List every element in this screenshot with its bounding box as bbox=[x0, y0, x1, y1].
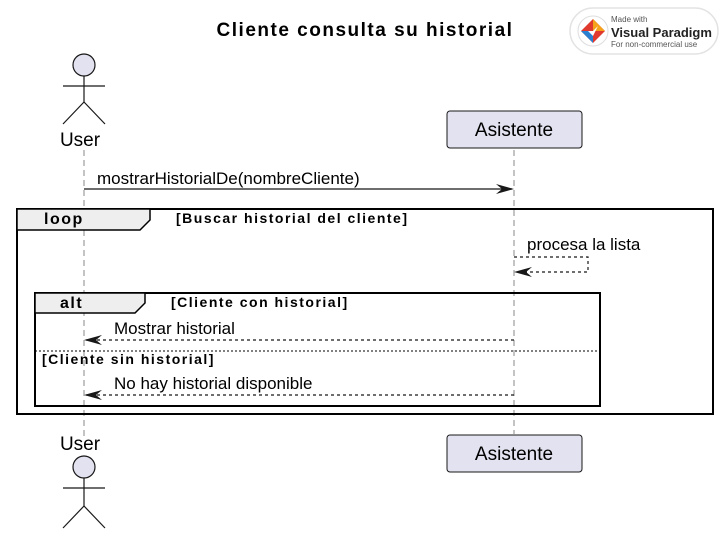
actor-head-icon bbox=[72, 53, 96, 77]
alt-guard-1: [Cliente con historial] bbox=[171, 294, 349, 310]
assistant-label-bottom: Asistente bbox=[475, 444, 553, 465]
diagram-title: Cliente consulta su historial bbox=[217, 20, 514, 41]
loop-tab bbox=[16, 208, 151, 231]
message-mostrar-historial: Mostrar historial bbox=[84, 319, 514, 345]
badge-background bbox=[569, 7, 719, 55]
arrowhead-icon bbox=[84, 390, 102, 400]
alt-frame: alt [Cliente con historial] [Cliente sin… bbox=[34, 292, 601, 407]
loop-keyword: loop bbox=[44, 211, 84, 228]
assistant-box-bottom: Asistente bbox=[446, 434, 583, 473]
badge-made-with: Made with bbox=[611, 15, 647, 24]
message-label: No hay historial disponible bbox=[114, 374, 312, 393]
badge-brand: Visual Paradigm bbox=[611, 25, 712, 40]
message-label: Mostrar historial bbox=[114, 319, 235, 338]
message-no-hay-historial: No hay historial disponible bbox=[84, 374, 514, 400]
user-label-bottom: User bbox=[60, 434, 101, 455]
user-label-top: User bbox=[60, 130, 101, 151]
arrowhead-icon bbox=[514, 267, 532, 277]
alt-tab bbox=[34, 292, 146, 314]
badge-note: For non-commercial use bbox=[611, 40, 698, 49]
loop-guard: [Buscar historial del cliente] bbox=[176, 210, 409, 226]
user-actor-top: User bbox=[60, 53, 106, 151]
arrowhead-icon bbox=[84, 335, 102, 345]
message-label: mostrarHistorialDe(nombreCliente) bbox=[97, 169, 360, 188]
loop-frame: loop [Buscar historial del cliente] bbox=[16, 208, 714, 415]
visual-paradigm-logo-icon bbox=[577, 15, 609, 47]
message-procesa-la-lista: procesa la lista bbox=[514, 235, 641, 277]
message-label: procesa la lista bbox=[527, 235, 641, 254]
alt-keyword: alt bbox=[60, 295, 83, 312]
arrowhead-icon bbox=[496, 184, 514, 194]
assistant-box-top: Asistente bbox=[446, 110, 583, 149]
assistant-label-top: Asistente bbox=[475, 120, 553, 141]
alt-guard-2: [Cliente sin historial] bbox=[42, 351, 215, 367]
message-mostrar-historial-de: mostrarHistorialDe(nombreCliente) bbox=[84, 169, 514, 194]
visual-paradigm-badge: Made with Visual Paradigm For non-commer… bbox=[569, 7, 719, 55]
actor-head-icon bbox=[72, 455, 96, 479]
user-actor-bottom: User bbox=[60, 434, 106, 529]
